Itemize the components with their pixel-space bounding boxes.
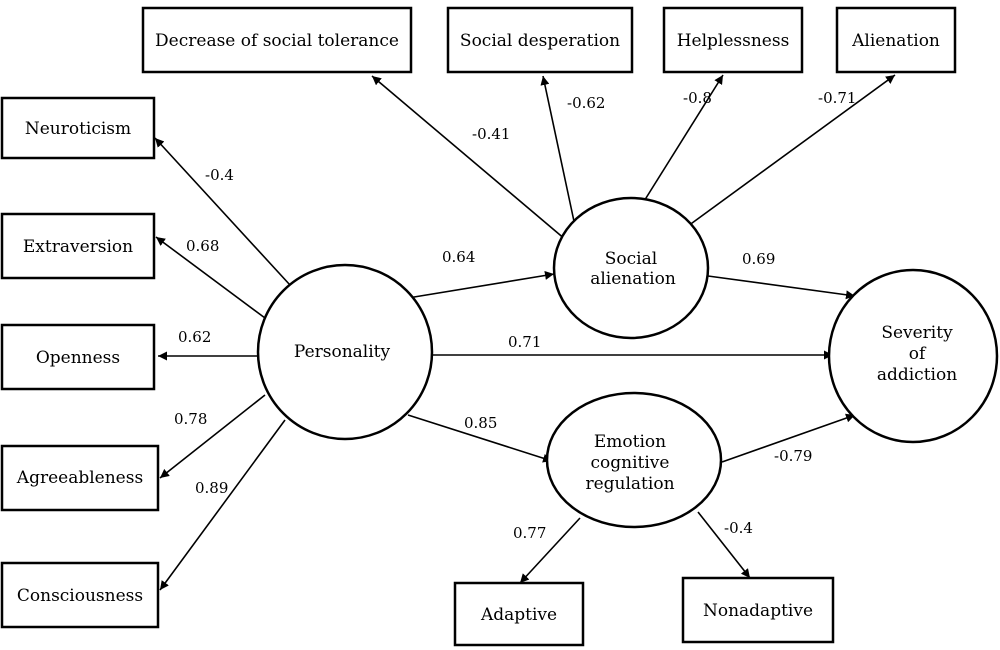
box-label: Helplessness — [677, 31, 790, 51]
box-label: Consciousness — [17, 586, 143, 606]
box-alienation: Alienation — [835, 6, 957, 74]
coef-personality-emotion: 0.85 — [464, 414, 497, 432]
coef-personality-neuroticism: -0.4 — [205, 166, 234, 184]
edges — [154, 74, 896, 591]
coef-personality-severity: 0.71 — [508, 333, 541, 351]
edge-personality-extraversion — [155, 236, 266, 319]
edge-social-alienation-desperation — [540, 75, 576, 227]
box-consciousness: Consciousness — [0, 561, 160, 629]
edge-social-alienation-helplessness — [635, 74, 724, 215]
box-label: Adaptive — [480, 605, 557, 625]
node-label-line-3: addiction — [877, 365, 957, 385]
edge-emotion-adaptive — [519, 517, 581, 584]
box-label: Social desperation — [460, 31, 620, 51]
edge-emotion-severity — [721, 413, 856, 463]
coef-personality-social-alienation: 0.64 — [442, 248, 475, 266]
edge-personality-social-alienation — [407, 271, 555, 299]
box-label: Openness — [36, 348, 120, 368]
box-nonadaptive: Nonadaptive — [681, 576, 835, 644]
node-severity-addiction: Severity of addiction — [827, 268, 999, 444]
box-label: Decrease of social tolerance — [155, 31, 399, 51]
node-emotion-regulation: Emotion cognitive regulation — [545, 391, 723, 529]
box-adaptive: Adaptive — [453, 581, 585, 647]
node-label: Personality — [294, 342, 391, 362]
edge-social-alienation-decrease — [371, 75, 567, 241]
edge-social-alienation-severity — [707, 275, 856, 300]
box-decrease-social-tolerance: Decrease of social tolerance — [141, 6, 413, 74]
coef-social-alienation-decrease: -0.41 — [472, 125, 510, 143]
box-social-desperation: Social desperation — [446, 6, 634, 74]
edge-personality-agreeableness — [159, 394, 266, 479]
coef-emotion-severity: -0.79 — [774, 447, 812, 465]
box-label: Agreeableness — [16, 468, 143, 488]
node-label-line-2: cognitive — [591, 453, 670, 473]
box-agreeableness: Agreeableness — [0, 444, 160, 512]
coef-social-alienation-desperation: -0.62 — [567, 94, 605, 112]
node-label-line-3: regulation — [585, 474, 674, 494]
box-label: Alienation — [851, 31, 940, 51]
coef-social-alienation-alienation: -0.71 — [818, 89, 856, 107]
coef-emotion-adaptive: 0.77 — [513, 524, 546, 542]
edge-personality-neuroticism — [154, 137, 291, 286]
box-extraversion: Extraversion — [0, 212, 156, 280]
node-label-line-1: Social — [605, 249, 657, 269]
coef-personality-openness: 0.62 — [178, 328, 211, 346]
box-label: Neuroticism — [25, 119, 131, 139]
coef-personality-agreeableness: 0.78 — [174, 410, 207, 428]
node-social-alienation: Social alienation — [552, 196, 710, 340]
coef-personality-extraversion: 0.68 — [186, 237, 219, 255]
box-openness: Openness — [0, 323, 156, 391]
coef-social-alienation-severity: 0.69 — [742, 250, 775, 268]
edge-personality-consciousness — [159, 419, 286, 591]
coef-emotion-nonadaptive: -0.4 — [724, 519, 753, 537]
box-neuroticism: Neuroticism — [0, 96, 156, 160]
coef-personality-consciousness: 0.89 — [195, 479, 228, 497]
box-label: Nonadaptive — [703, 601, 813, 621]
box-helplessness: Helplessness — [662, 6, 804, 74]
node-label-line-2: of — [909, 344, 927, 364]
node-personality: Personality — [256, 263, 434, 441]
box-label: Extraversion — [23, 237, 133, 257]
node-label-line-1: Severity — [881, 323, 953, 343]
node-label-line-1: Emotion — [594, 432, 666, 452]
path-coefficients: -0.4 0.68 0.62 0.78 0.89 0.64 0.71 0.85 … — [174, 89, 856, 542]
node-label-line-2: alienation — [590, 269, 676, 289]
edge-social-alienation-alienation — [687, 74, 896, 227]
edge-emotion-nonadaptive — [697, 511, 751, 579]
edge-personality-emotion — [407, 414, 553, 463]
coef-social-alienation-helplessness: -0.8 — [683, 89, 712, 107]
